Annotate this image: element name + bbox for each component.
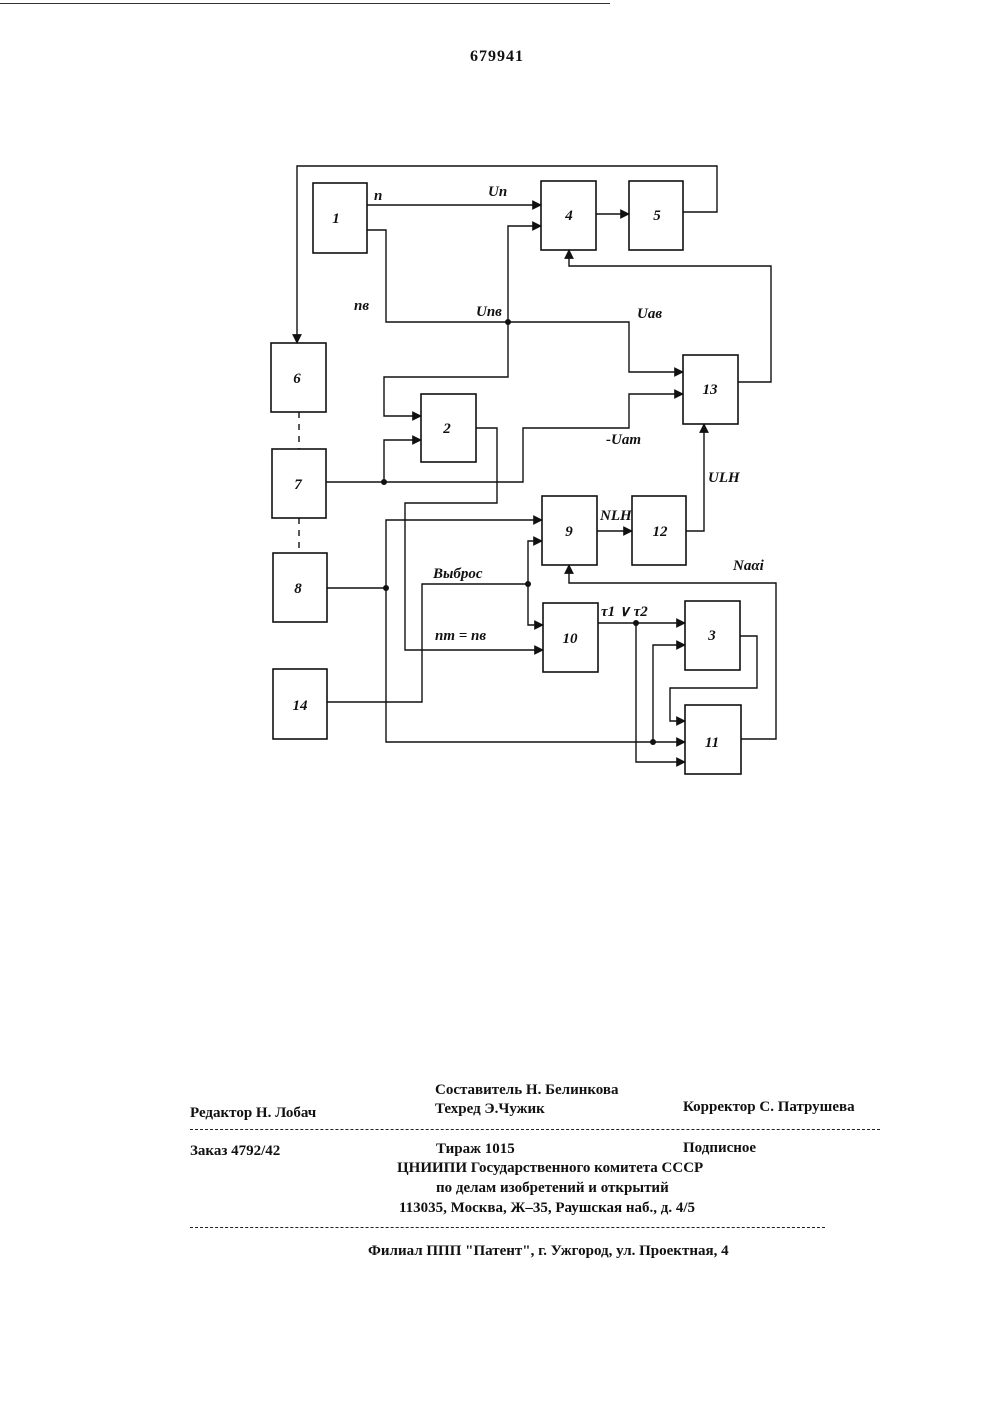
svg-text:6: 6 [293,371,301,387]
wire-12-to-13 [686,424,704,531]
wire-junction-to-3 [653,645,685,742]
block-7: 7 [272,449,326,518]
svg-text:11: 11 [705,735,719,751]
block-3: 3 [685,601,740,670]
label-nlh: NLH [599,508,633,524]
svg-text:9: 9 [565,524,573,540]
svg-text:4: 4 [564,208,573,224]
block-1: 1 [313,183,367,253]
junction-7 [381,479,387,485]
techeditor-credit: Техред Э.Чужик [435,1101,545,1118]
wire-14-vybros [327,584,528,702]
label-ung: Unв [476,304,502,320]
block-12: 12 [632,496,686,565]
junction-11 [650,739,656,745]
order-number: Заказ 4792/42 [190,1143,280,1160]
label-uam: -Uam [606,432,641,448]
separator-1 [190,1129,880,1130]
block-13: 13 [683,355,738,424]
separator-2 [190,1227,825,1228]
svg-text:12: 12 [653,524,669,540]
wire-11-to-9 [569,565,776,739]
corrector-credit: Корректор С. Патрушева [683,1099,855,1116]
block-14: 14 [273,669,327,739]
junction-8 [383,585,389,591]
wire-unv-to-4 [508,226,541,322]
svg-text:14: 14 [293,698,309,714]
svg-text:1: 1 [332,211,340,227]
block-4: 4 [541,181,596,250]
junction-tau [633,620,639,626]
label-ulh: ULH [708,470,741,486]
subscription-note: Подписное [683,1140,756,1157]
block-diagram: 1 4 5 6 2 13 7 9 12 8 10 3 14 11 [0,0,1000,820]
print-run: Тираж 1015 [436,1141,515,1158]
label-ng: nв [354,298,369,314]
label-nai: Naαi [732,558,765,574]
svg-text:5: 5 [653,208,661,224]
wire-1-to-13 [367,230,683,372]
compiler-credit: Составитель Н. Белинкова [435,1082,619,1099]
label-tau: τ1 ∨ τ2 [601,604,648,620]
wire-10-to-11 [636,623,685,762]
junction-unv [505,319,511,325]
wire-vybros-to-10 [528,584,543,625]
label-vybros: Выброс [432,566,483,582]
label-un: Un [488,184,507,200]
block-2: 2 [421,394,476,462]
organization-line-2: по делам изобретений и открытий [436,1180,669,1197]
branch-address: Филиал ППП "Патент", г. Ужгород, ул. Про… [368,1243,729,1260]
wire-7-to-2 [326,440,421,482]
block-9: 9 [542,496,597,565]
svg-text:13: 13 [703,382,719,398]
wire-vybros-to-9 [528,541,542,584]
block-5: 5 [629,181,683,250]
svg-text:2: 2 [442,421,451,437]
label-n: n [374,188,382,204]
svg-text:10: 10 [563,631,579,647]
block-8: 8 [273,553,327,622]
block-10: 10 [543,603,598,672]
junction-vybros [525,581,531,587]
wire-13-to-4 [569,250,771,382]
block-11: 11 [685,705,741,774]
svg-text:3: 3 [707,628,716,644]
label-nm-ng: nm = nв [435,628,486,644]
block-6: 6 [271,343,326,412]
editor-credit: Редактор Н. Лобач [190,1105,316,1122]
label-uag: Uaв [637,306,662,322]
organization-line-1: ЦНИИПИ Государственного комитета СССР [397,1160,703,1177]
svg-text:7: 7 [294,477,302,493]
organization-address: 113035, Москва, Ж–35, Раушская наб., д. … [399,1200,695,1217]
svg-text:8: 8 [294,581,302,597]
